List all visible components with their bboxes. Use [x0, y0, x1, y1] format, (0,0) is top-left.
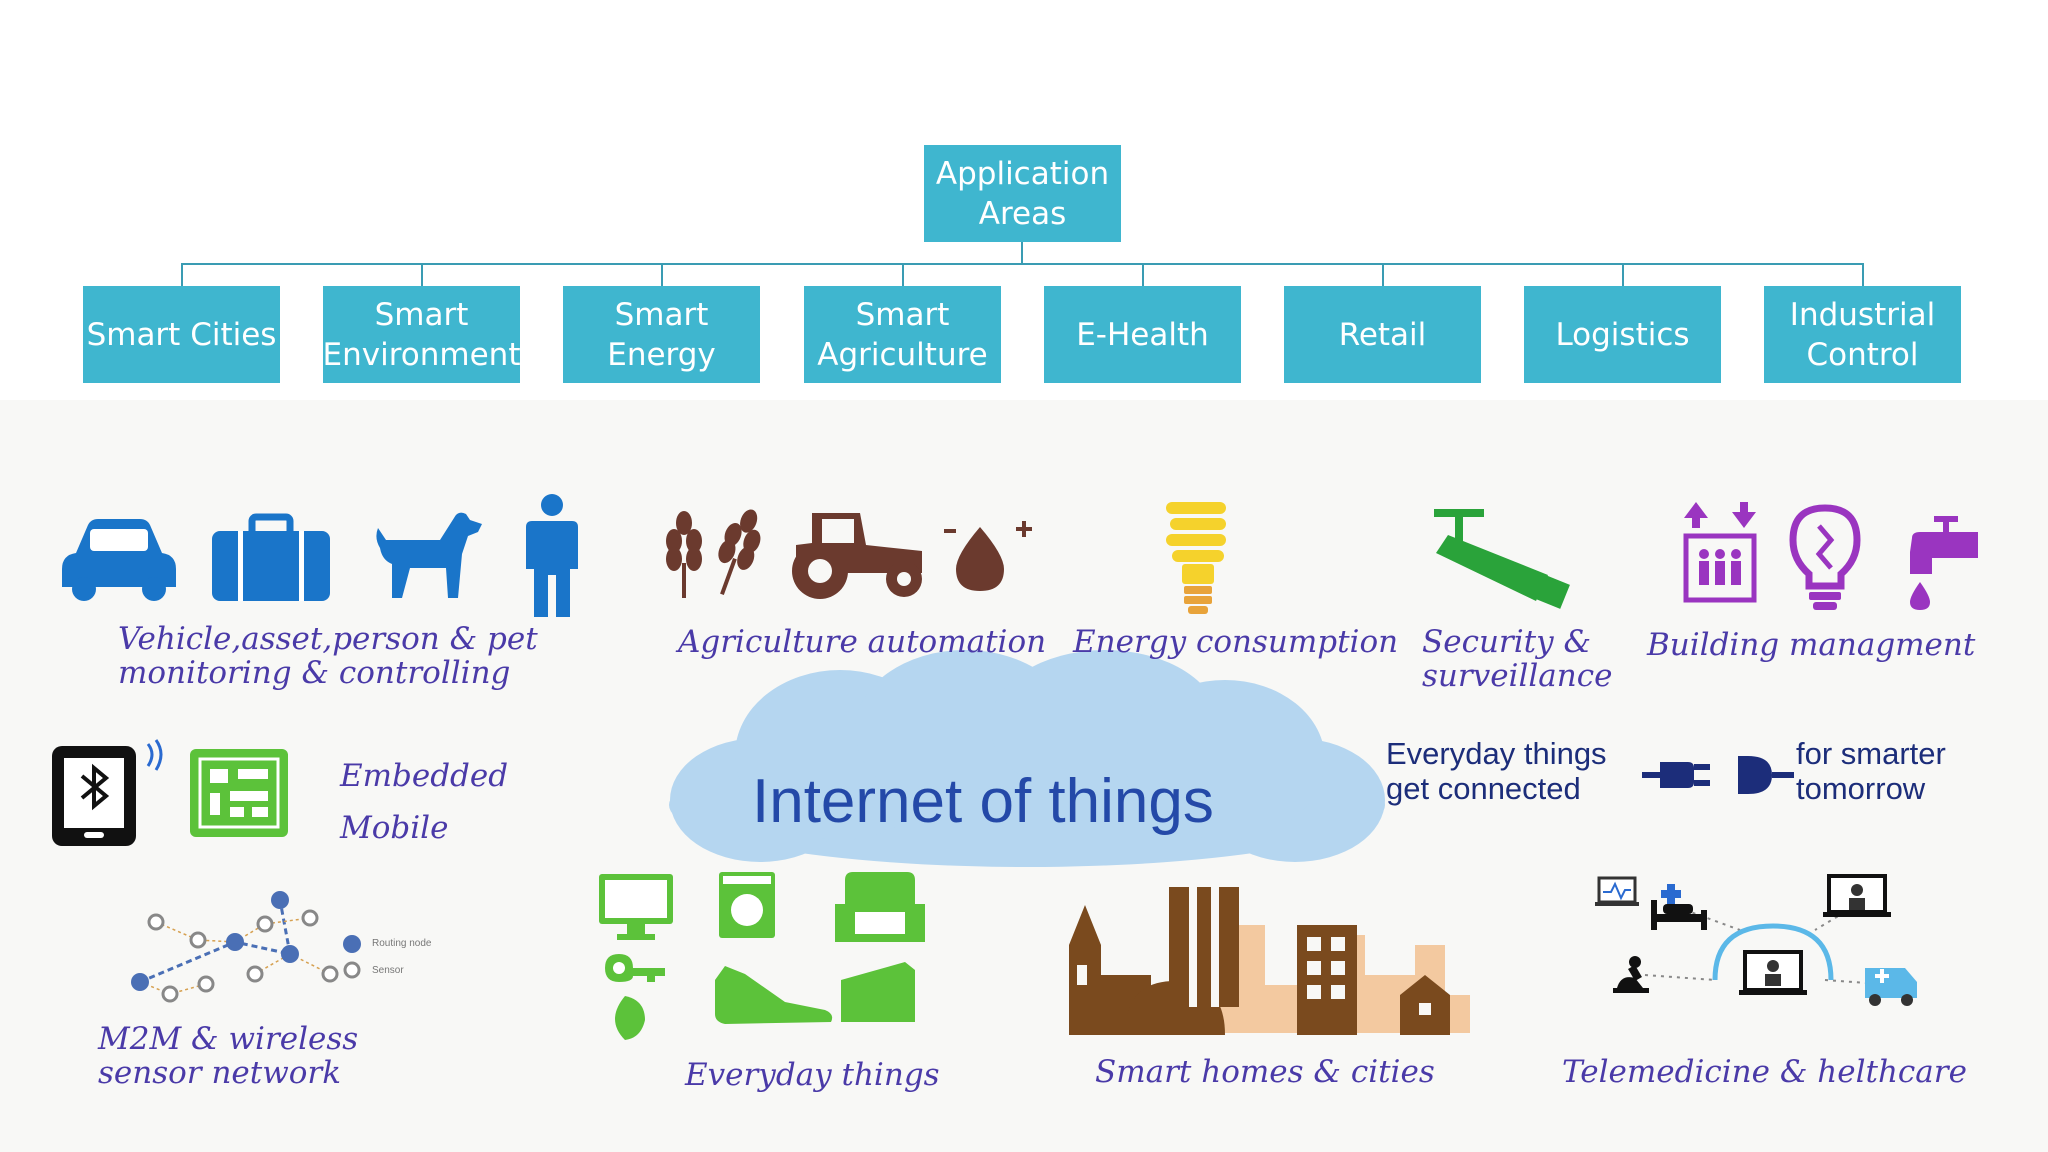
wheat-icon — [666, 509, 761, 598]
node-industrial-control: Industrial Control — [1764, 286, 1961, 383]
node-smart-environment: Smart Environment — [323, 286, 520, 383]
connector-drop-3 — [661, 264, 663, 286]
tractor-icon — [792, 513, 922, 599]
node-retail: Retail — [1284, 286, 1481, 383]
plug-icon — [1642, 756, 1794, 794]
label-everyday-things: Everyday things — [685, 1057, 940, 1093]
car-icon — [62, 519, 176, 601]
label-embedded-mobile: Embedded Mobile — [340, 758, 509, 846]
person-icon — [526, 494, 578, 617]
label-vehicle-monitoring: Vehicle,asset,person & pet monitoring & … — [118, 621, 538, 691]
connector-drop-7 — [1622, 264, 1624, 286]
elevator-icon — [1683, 502, 1757, 603]
node-e-health: E-Health — [1044, 286, 1241, 383]
connector-drop-4 — [902, 264, 904, 286]
connector-drop-5 — [1142, 264, 1144, 286]
legend-sensor: Sensor — [372, 965, 404, 976]
bluetooth-tablet-icon — [52, 739, 163, 846]
connector-root-stem — [1021, 242, 1023, 264]
label-building-management: Building managment — [1647, 627, 1976, 663]
slogan-left: Everyday things get connected — [1386, 736, 1607, 806]
label-energy-consumption: Energy consumption — [1073, 624, 1399, 660]
node-logistics: Logistics — [1524, 286, 1721, 383]
root-node-application-areas: Application Areas — [924, 145, 1121, 242]
node-smart-cities: Smart Cities — [83, 286, 280, 383]
water-drop-icon — [944, 521, 1032, 591]
city-skyline-icon — [1069, 887, 1470, 1035]
smart-bulb-icon — [1789, 504, 1861, 610]
sensor-network-icon — [131, 891, 361, 1003]
circuit-board-icon — [190, 749, 288, 837]
faucet-icon — [1910, 516, 1978, 610]
label-smart-homes-cities: Smart homes & cities — [1095, 1054, 1435, 1090]
legend-routing-node: Routing node — [372, 938, 432, 949]
label-m2m-wireless: M2M & wireless sensor network — [98, 1021, 359, 1091]
dog-icon — [376, 512, 482, 598]
node-smart-agriculture: Smart Agriculture — [804, 286, 1001, 383]
security-camera-icon — [1434, 509, 1570, 609]
light-bulb-icon — [1166, 502, 1226, 614]
connector-horizontal-bar — [181, 263, 1864, 265]
node-smart-energy: Smart Energy — [563, 286, 760, 383]
connector-drop-8 — [1862, 264, 1864, 286]
label-telemedicine-healthcare: Telemedicine & helthcare — [1562, 1054, 1967, 1090]
telemedicine-icons — [1595, 874, 1917, 1006]
suitcase-icon — [212, 513, 330, 601]
connector-drop-6 — [1382, 264, 1384, 286]
slogan-right: for smarter tomorrow — [1796, 736, 1946, 806]
everyday-things-icons — [599, 872, 925, 1040]
label-agriculture-automation: Agriculture automation — [678, 624, 1047, 660]
label-security-surveillance: Security & surveillance — [1422, 624, 1613, 694]
connector-drop-1 — [181, 264, 183, 286]
connector-drop-2 — [421, 264, 423, 286]
cloud-shape — [669, 650, 1385, 867]
center-title: Internet of things — [752, 767, 1214, 836]
